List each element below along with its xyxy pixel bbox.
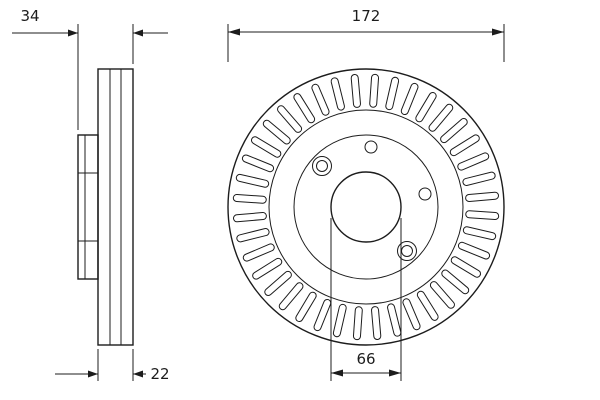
dimension-label-outer-diameter: 172: [352, 7, 381, 25]
vent-slot: [252, 257, 283, 280]
vent-slot: [457, 241, 491, 260]
bolt-hole-countersink: [312, 156, 332, 176]
vent-slot: [330, 77, 345, 111]
vent-slot: [293, 93, 316, 124]
vent-slot: [232, 193, 267, 204]
bolt-hole: [401, 245, 413, 257]
vent-slot: [250, 136, 282, 158]
vent-slot: [465, 191, 500, 202]
vent-slot: [449, 134, 480, 157]
dimension-hub-bore: 66: [330, 218, 402, 381]
vent-slot: [262, 119, 291, 145]
vent-slot: [232, 212, 267, 223]
vent-slot: [429, 281, 455, 309]
vent-slot: [465, 210, 500, 221]
vent-slot: [313, 298, 332, 332]
bolt-holes: [312, 140, 432, 261]
dimension-label-hub-bore: 66: [356, 350, 375, 368]
vent-slot: [450, 256, 482, 278]
dimension-disc-thickness: 22: [55, 349, 170, 383]
dimension-overall-width: 34: [12, 7, 168, 130]
centre-bore-circle: [330, 171, 402, 243]
vent-slot: [332, 303, 347, 338]
vent-slot: [387, 303, 402, 337]
vent-slots: [232, 73, 500, 341]
dimension-annotations: 34 172 22: [12, 7, 505, 383]
vent-slot: [462, 226, 497, 241]
hub-flange-circle: [293, 134, 439, 280]
vent-slot: [264, 270, 292, 296]
vent-slot: [241, 154, 275, 173]
bolt-hole: [418, 187, 432, 201]
side-view: [77, 68, 134, 346]
vent-slot: [371, 306, 382, 341]
vent-slot: [242, 243, 275, 262]
vent-slot: [277, 105, 303, 133]
bolt-hole-countersink: [397, 241, 417, 261]
vent-slot: [402, 298, 421, 331]
vent-slot: [441, 269, 470, 295]
vent-slot: [350, 73, 361, 108]
vent-slot: [352, 306, 363, 341]
vent-slot: [416, 290, 439, 321]
vent-slot: [235, 173, 270, 188]
vent-slot: [385, 76, 400, 111]
dimension-label-overall-width: 34: [20, 7, 39, 25]
dimension-outer-diameter: 172: [227, 7, 505, 62]
vent-slot: [311, 83, 330, 116]
friction-ring-outline: [97, 68, 134, 346]
vent-slot: [415, 91, 437, 123]
vent-slot: [428, 103, 454, 132]
vent-band-inner-circle: [268, 109, 464, 305]
front-view: [227, 68, 505, 346]
vent-slot: [457, 152, 490, 171]
outer-diameter-circle: [227, 68, 505, 346]
vent-slot: [295, 291, 317, 323]
vent-slot: [400, 82, 419, 116]
dimension-label-disc-thickness: 22: [150, 365, 169, 383]
vent-slot: [462, 171, 496, 186]
bolt-hole: [364, 140, 378, 154]
vent-slot: [278, 282, 304, 311]
vent-slot: [369, 73, 380, 108]
vent-slot: [440, 118, 468, 144]
vent-slot: [236, 228, 270, 243]
bolt-hole: [316, 160, 328, 172]
hub-hat-outline: [77, 134, 99, 280]
